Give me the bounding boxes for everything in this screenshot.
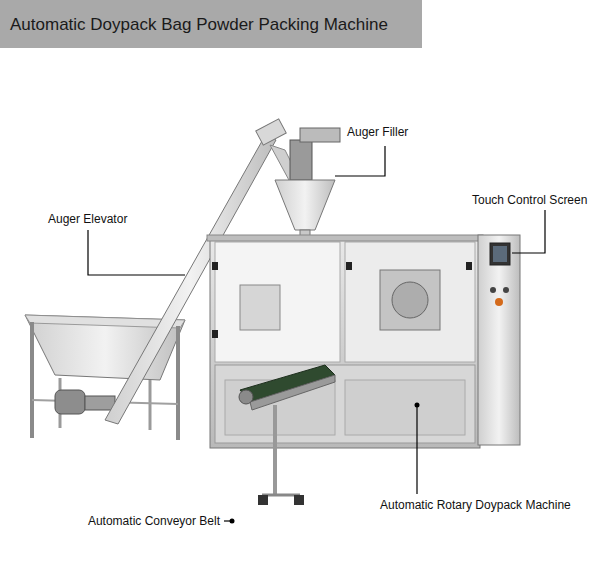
leader-dot [230,519,235,524]
leader-dot [415,403,420,408]
callout-label: Automatic Conveyor Belt [88,514,220,528]
callout-label: Automatic Rotary Doypack Machine [380,498,571,512]
callout-label: Auger Filler [347,125,408,139]
callout-label: Auger Elevator [48,212,127,226]
control-panel [478,235,520,445]
callout-label: Touch Control Screen [472,193,587,207]
rotary-machine [207,235,483,448]
page-title: Automatic Doypack Bag Powder Packing Mac… [10,15,388,35]
conveyor-belt [239,365,335,505]
